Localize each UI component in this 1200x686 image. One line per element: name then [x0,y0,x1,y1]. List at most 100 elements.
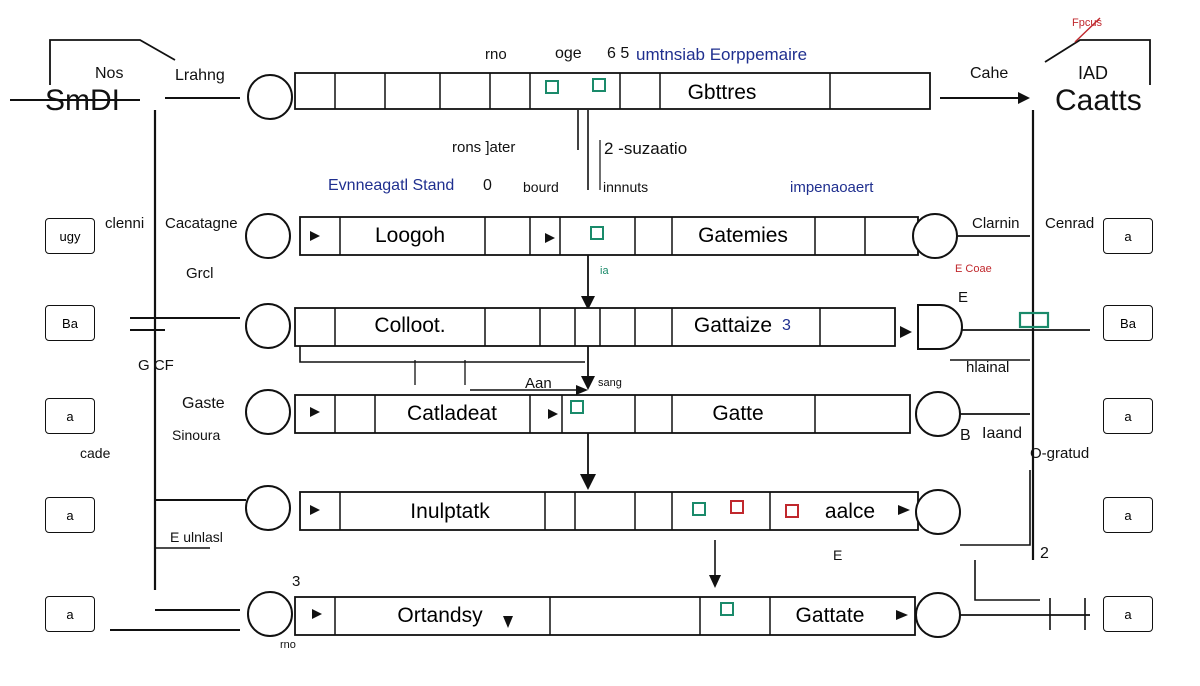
gate-node[interactable] [245,485,291,531]
connector-line [1074,17,1101,43]
side-box-right[interactable]: a [1103,218,1153,254]
gate-node[interactable] [915,489,961,535]
annotation-bourd: bourd [523,179,559,195]
top-center-label-b: oge [555,45,582,62]
connector-line [299,346,585,363]
top-left-title: SmDI [45,84,120,117]
row5-left-label: E ulnlasl [170,529,223,545]
annotation-gcr: G CF [138,357,174,374]
connector-line [960,470,1031,546]
arrow-head [310,407,320,417]
annotation-impenaoaert: impenaoaert [790,179,874,196]
gate-node[interactable] [245,303,291,349]
red-marker [785,504,799,518]
teal-marker [570,400,584,414]
row6-secondary: Gattate [795,604,865,627]
gate-node[interactable] [915,391,961,437]
arrow-head [709,575,721,588]
top-right-red-label: Fpcus [1072,17,1102,29]
gate-node[interactable] [245,213,291,259]
arrow-head [548,409,558,419]
teal-marker [592,78,606,92]
annotation-sang: sang [598,377,622,389]
side-box-left[interactable]: Ba [45,305,95,341]
side-box-left[interactable]: a [45,497,95,533]
annotation-b: B [960,427,971,444]
side-box-left[interactable]: a [45,398,95,434]
annotation-ia: ia [600,265,609,277]
row2-right-label: Clarnin [972,215,1020,232]
annotation-cenrad: Cenrad [1045,215,1095,232]
row4-right-label: Iaand [982,425,1023,442]
annotation-ev-stand: Evnneagatl Stand [328,177,455,194]
row2-left-label: Cacatagne [165,215,238,232]
annotation-innnuts: innnuts [603,179,649,195]
top-right-label: Cahe [970,65,1009,82]
row4-left-label: Gaste [182,395,225,412]
annotation-rons-later: rons ]ater [452,139,516,156]
row6-label: Ortandsy [397,604,483,627]
side-box-left[interactable]: a [45,596,95,632]
side-box-left[interactable]: ugy [45,218,95,254]
arrow-head [581,296,595,310]
gate-node[interactable] [917,304,963,350]
top-right-small: IAD [1078,63,1109,83]
row5-secondary: aalce [824,500,876,523]
arrow-head [312,609,322,619]
top-center-label-a: rno [485,46,507,63]
side-box-right[interactable]: a [1103,398,1153,434]
row6-left-label: 3 [292,573,301,590]
annotation-two: 2 [1040,545,1049,562]
side-box-right[interactable]: a [1103,497,1153,533]
annotation-e-mid: E [833,547,843,563]
side-box-right[interactable]: a [1103,596,1153,632]
arrow-head [1018,92,1030,104]
row3-label: Colloot. [374,314,446,337]
top-center-label-c: 6 5 [607,45,630,62]
annotation-sinoura: Sinoura [172,427,221,443]
connector-line [974,560,1040,601]
arrow-head [503,616,513,628]
row5-right-label: O-gratud [1030,445,1090,462]
annotation-cade: cade [80,445,111,461]
connector-line [49,39,176,85]
teal-marker [720,602,734,616]
annotation-red-coae: E Coae [955,263,992,275]
annotation-aam: Aan [525,375,552,392]
teal-marker [692,502,706,516]
arrow-head [900,326,912,338]
row3-secondary-suffix: 3 [782,317,791,334]
arrow-head [580,474,596,490]
arrow-head [310,505,320,515]
gate-node[interactable] [912,213,958,259]
annotation-clenni: clenni [105,215,145,232]
row-bar [294,394,911,434]
gate-node[interactable] [247,591,293,637]
top-left-small: Nos [95,65,124,82]
row3-secondary: Gattaize [693,314,773,337]
row2-secondary: Gatemies [698,224,788,247]
arrow-head [545,233,555,243]
row4-label: Catladeat [407,402,497,425]
arrow-head [898,505,910,515]
gate-node[interactable] [245,389,291,435]
gate-node[interactable] [915,592,961,638]
row-bar [294,72,931,110]
side-box-right[interactable]: Ba [1103,305,1153,341]
row3-left-label: Grcl [186,265,214,282]
row2-label: Loogoh [374,224,446,247]
gate-node[interactable] [247,74,293,120]
teal-marker [545,80,559,94]
annotation-hlainal: hlainal [966,359,1010,376]
row-bar [294,596,916,636]
row-bar [294,307,896,347]
arrow-head [310,231,320,241]
row4-secondary: Gatte [712,402,764,425]
arrow-head [896,610,908,620]
top-left-label: Lrahng [175,67,225,84]
connector-line [1044,39,1151,85]
arrow-head [581,376,595,390]
red-marker [730,500,744,514]
row5-label: Inulptatk [410,500,490,523]
top-center-title: umtnsiab Eorppemaire [636,45,808,64]
